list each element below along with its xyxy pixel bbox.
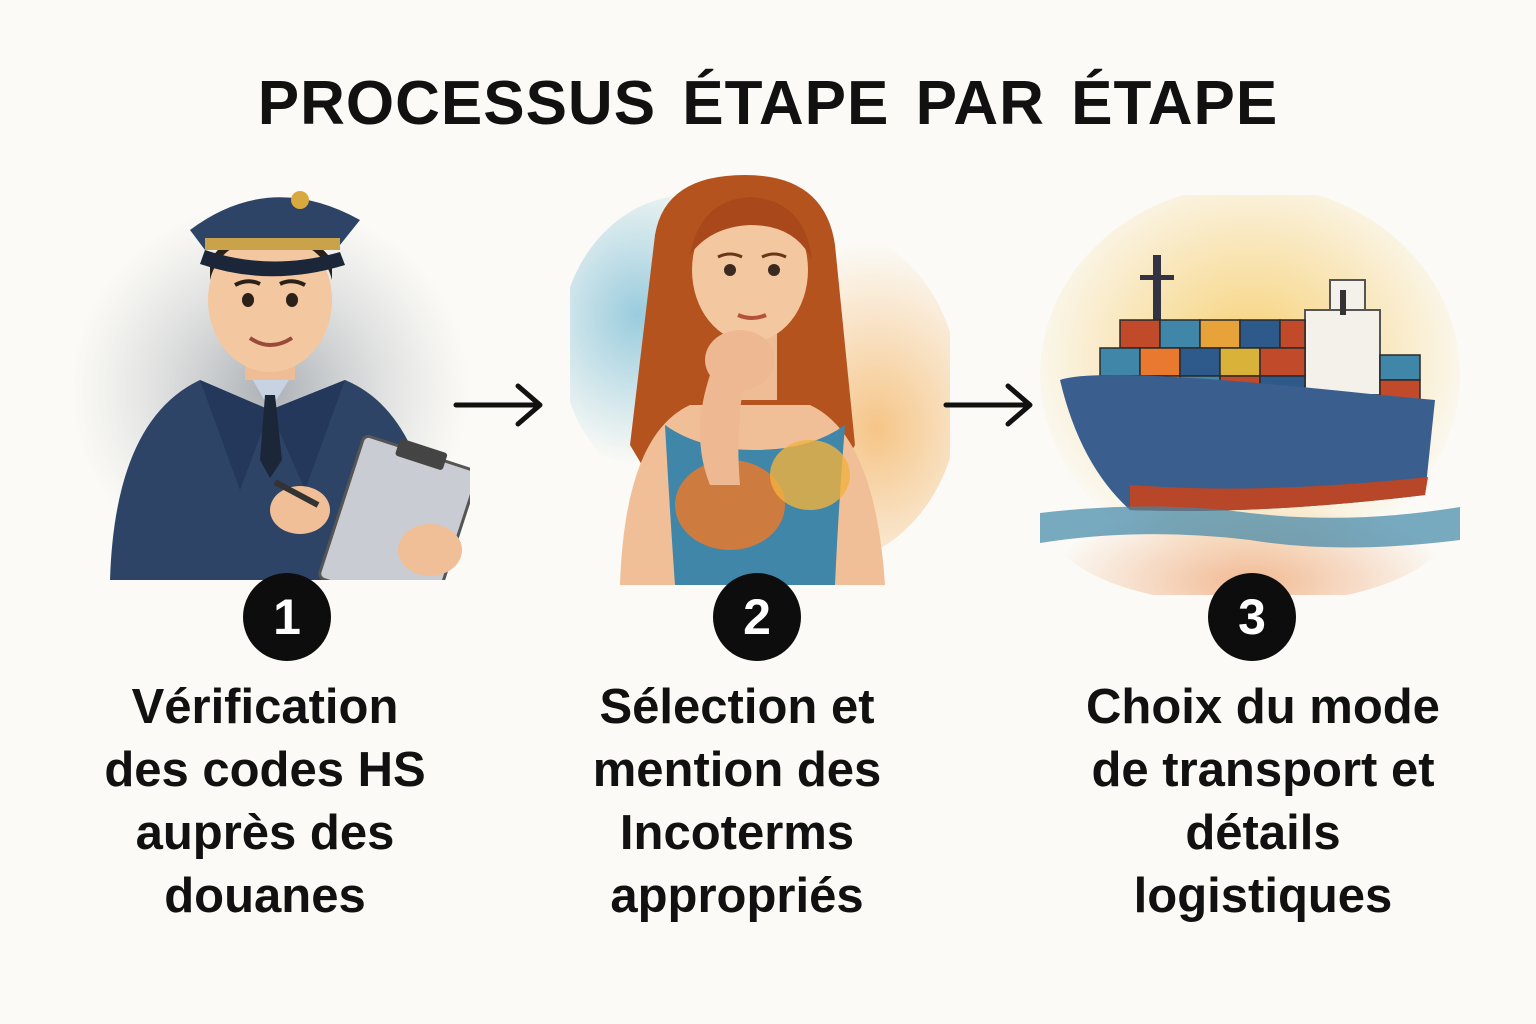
caption-line: détails — [1185, 806, 1341, 860]
page-title: PROCESSUS ÉTAPE PAR ÉTAPE — [257, 69, 1279, 138]
arrow-right-icon — [942, 380, 1037, 435]
thinking-woman-illustration — [570, 175, 950, 585]
caption-line: Sélection et — [599, 680, 875, 734]
step-number-badge: 1 — [243, 573, 331, 661]
caption-line: Incoterms — [619, 806, 855, 860]
step-caption: Vérification des codes HS auprès des dou… — [45, 676, 485, 928]
caption-line: Vérification — [131, 680, 399, 734]
step-number-badge: 2 — [713, 573, 801, 661]
container-ship-illustration — [1040, 195, 1460, 595]
caption-line: appropriés — [610, 869, 864, 923]
caption-line: auprès des — [135, 806, 395, 860]
caption-line: Choix du mode — [1086, 680, 1440, 734]
step-number-badge: 3 — [1208, 573, 1296, 661]
caption-line: mention des — [592, 743, 882, 797]
caption-line: logistiques — [1133, 869, 1393, 923]
arrow-right-icon — [452, 380, 547, 435]
customs-officer-illustration — [70, 160, 470, 580]
caption-line: des codes HS — [104, 743, 426, 797]
step-caption: Sélection et mention des Incoterms appro… — [517, 676, 957, 928]
caption-line: de transport et — [1091, 743, 1435, 797]
step-caption: Choix du mode de transport et détails lo… — [1043, 676, 1483, 928]
caption-line: douanes — [164, 869, 366, 923]
